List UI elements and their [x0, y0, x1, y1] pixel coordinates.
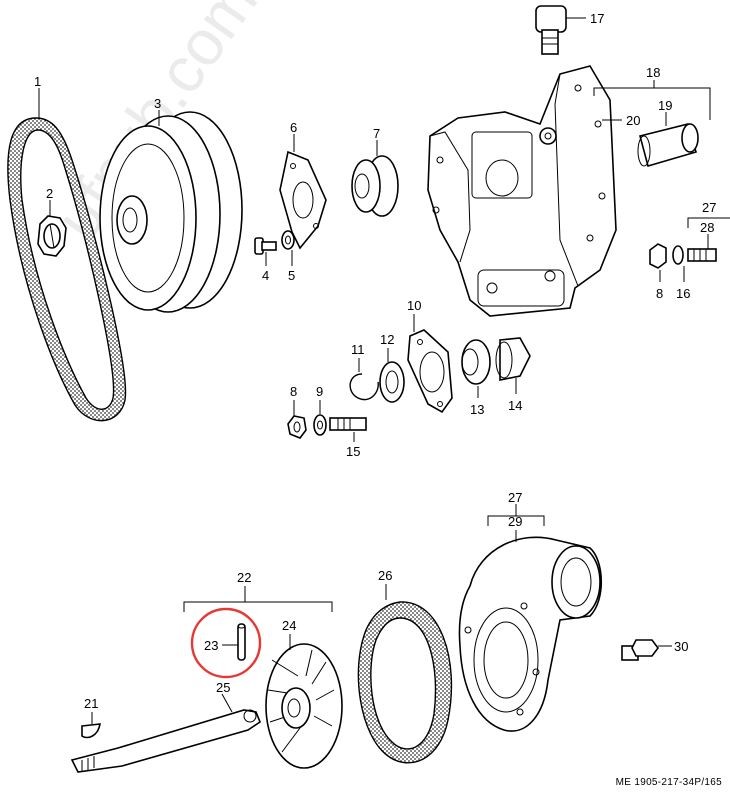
- fan-pulley: [99, 111, 243, 313]
- label-13: 13: [470, 402, 484, 417]
- label-29: 29: [508, 514, 522, 529]
- washer: [313, 414, 327, 436]
- gear-housing: [427, 65, 617, 317]
- label-30: 30: [674, 639, 688, 654]
- label-9: 9: [316, 384, 323, 399]
- label-4: 4: [262, 268, 269, 283]
- label-3: 3: [154, 96, 161, 111]
- label-11: 11: [351, 342, 365, 357]
- label-28: 28: [700, 220, 714, 235]
- spacer-bushing: [495, 337, 531, 381]
- leader-25: [221, 693, 233, 713]
- label-6: 6: [290, 120, 297, 135]
- label-17: 17: [590, 11, 604, 26]
- label-7: 7: [373, 126, 380, 141]
- roll-pin: [237, 623, 246, 661]
- label-8-right: 8: [656, 286, 663, 301]
- flange-gasket: [279, 150, 327, 250]
- label-16: 16: [676, 286, 690, 301]
- stud-nut-washer: [649, 243, 717, 269]
- label-5: 5: [288, 268, 295, 283]
- pulley-nut: [37, 215, 67, 257]
- lock-washer: [281, 230, 295, 250]
- label-24: 24: [282, 618, 296, 633]
- label-14: 14: [508, 398, 522, 413]
- label-23: 23: [204, 638, 218, 653]
- label-8-mid: 8: [290, 384, 297, 399]
- vent-plug: [535, 5, 567, 55]
- oil-seal: [379, 361, 405, 403]
- label-1: 1: [34, 74, 41, 89]
- label-25: 25: [216, 680, 230, 695]
- label-18: 18: [646, 65, 660, 80]
- label-27-top: 27: [702, 200, 716, 215]
- woodruff-key: [81, 723, 101, 739]
- label-15: 15: [346, 444, 360, 459]
- label-22: 22: [237, 570, 251, 585]
- hex-nut: [287, 415, 307, 439]
- ball-bearing: [461, 339, 491, 385]
- v-belt: [7, 117, 127, 422]
- label-20: 20: [626, 113, 640, 128]
- bracket-27a: [687, 217, 730, 228]
- bracket-22: [183, 601, 333, 612]
- pump-housing: [458, 536, 603, 732]
- snap-ring: [349, 373, 379, 401]
- housing-gasket: [357, 601, 453, 764]
- label-2: 2: [46, 186, 53, 201]
- label-21: 21: [84, 696, 98, 711]
- drawing-reference-code: ME 1905-217-34P/165: [615, 777, 722, 788]
- highlight-circle: [190, 607, 262, 679]
- label-27-bottom: 27: [508, 490, 522, 505]
- cap-screw: [254, 237, 277, 255]
- label-26: 26: [378, 568, 392, 583]
- bracket-18: [593, 87, 711, 120]
- bushing: [637, 123, 699, 167]
- label-19: 19: [658, 98, 672, 113]
- stud: [329, 417, 367, 431]
- bearing-plate: [407, 329, 453, 414]
- seal-assembly: [351, 155, 399, 217]
- pump-shaft: [70, 709, 261, 773]
- label-12: 12: [380, 332, 394, 347]
- label-10: 10: [407, 298, 421, 313]
- impeller: [265, 643, 343, 769]
- drain-plug: [621, 639, 659, 661]
